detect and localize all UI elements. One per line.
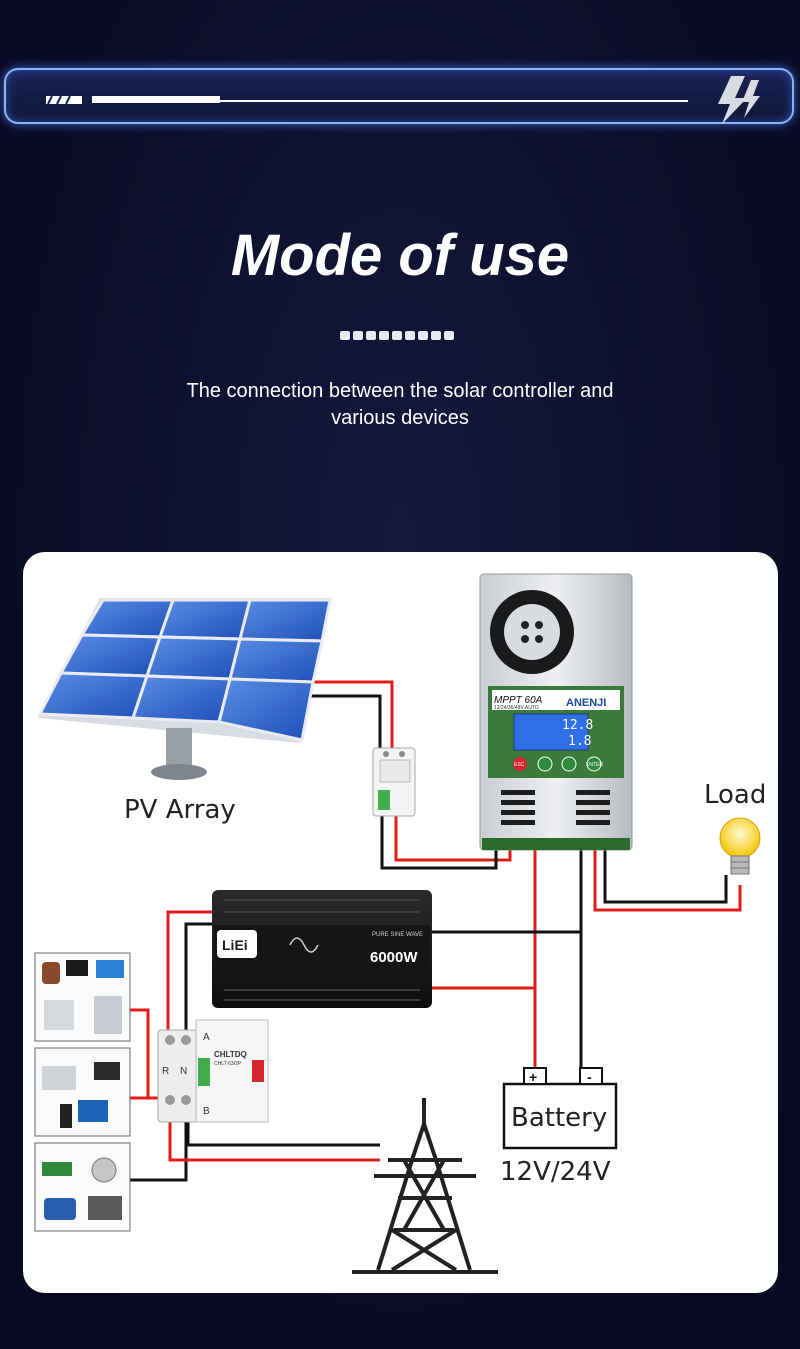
light-bulb-icon <box>719 817 761 875</box>
breaker-positive-wire <box>394 815 512 862</box>
banner-tick-marks <box>46 96 82 104</box>
appliance-black-wire <box>130 1098 188 1182</box>
switch-term-n: N <box>180 1066 187 1077</box>
load-positive-wire <box>593 848 742 912</box>
down-button <box>561 756 577 772</box>
switch-pole-b: B <box>203 1106 210 1117</box>
battery-minus-sign: - <box>587 1069 592 1085</box>
switch-pole-a: A <box>203 1032 210 1043</box>
esc-button <box>513 757 527 771</box>
load-negative-wire <box>603 848 728 904</box>
grid-red-wire <box>168 1110 380 1162</box>
switch-brand: CHLTDQ <box>214 1050 247 1059</box>
battery-label: Battery <box>511 1103 607 1133</box>
up-button <box>537 756 553 772</box>
page-title: Mode of use <box>230 223 570 288</box>
banner-decoration <box>46 76 760 124</box>
controller-voltages: 12/24/36/48V AUTO <box>494 705 539 711</box>
inverter-power: 6000W <box>370 949 418 966</box>
appliances-kitchen-image <box>34 952 131 1042</box>
pv-negative-wire <box>300 694 382 748</box>
inverter-brand: LiEi <box>222 937 248 953</box>
panel-pole <box>166 728 192 768</box>
lightning-icon <box>718 76 760 124</box>
solar-panel-image <box>37 598 332 780</box>
pv-array-label: PV Array <box>124 795 236 825</box>
banner-progress-bar <box>92 96 220 103</box>
breaker-negative-wire <box>380 815 498 870</box>
enter-label: ENTER <box>586 762 603 768</box>
controller-brand: ANENJI <box>566 697 606 709</box>
mppt-controller-image <box>479 573 633 851</box>
inverter-logo <box>217 930 257 958</box>
panel-base <box>151 764 207 780</box>
lcd-value-bottom: 1.8 <box>568 734 591 749</box>
sine-wave-icon <box>289 937 319 953</box>
appliances-tools-image <box>34 1142 131 1232</box>
transfer-switch-image <box>157 1019 269 1123</box>
appliances-office-image <box>34 1047 131 1137</box>
battery-icon <box>502 1067 618 1150</box>
switch-model: CHLT-63/2P <box>214 1061 242 1067</box>
switch-term-r: R <box>162 1066 169 1077</box>
inverter-ac-black-wire <box>184 922 213 1040</box>
page-subtitle: The connection between the solar control… <box>186 380 614 429</box>
dc-breaker-image <box>372 747 416 817</box>
switch-toggle <box>252 1060 264 1082</box>
inverter-wave-type: PURE SINE WAVE <box>372 932 423 938</box>
power-tower-icon <box>352 1098 498 1274</box>
battery-voltage: 12V/24V <box>500 1157 611 1187</box>
enter-button <box>586 756 602 772</box>
esc-label: ESC <box>514 762 525 768</box>
separator-dots <box>340 331 454 340</box>
battery-plus-sign: + <box>529 1069 537 1085</box>
lcd-value-top: 12.8 <box>562 718 593 733</box>
inverter-ac-red-wire <box>166 910 213 1040</box>
terminal-strip <box>482 838 630 850</box>
controller-model: MPPT 60A <box>494 695 543 706</box>
inverter-image <box>212 890 432 1008</box>
lcd-display <box>513 713 589 751</box>
pv-positive-wire <box>300 680 394 748</box>
load-label: Load <box>704 780 766 810</box>
wiring <box>130 680 742 1182</box>
